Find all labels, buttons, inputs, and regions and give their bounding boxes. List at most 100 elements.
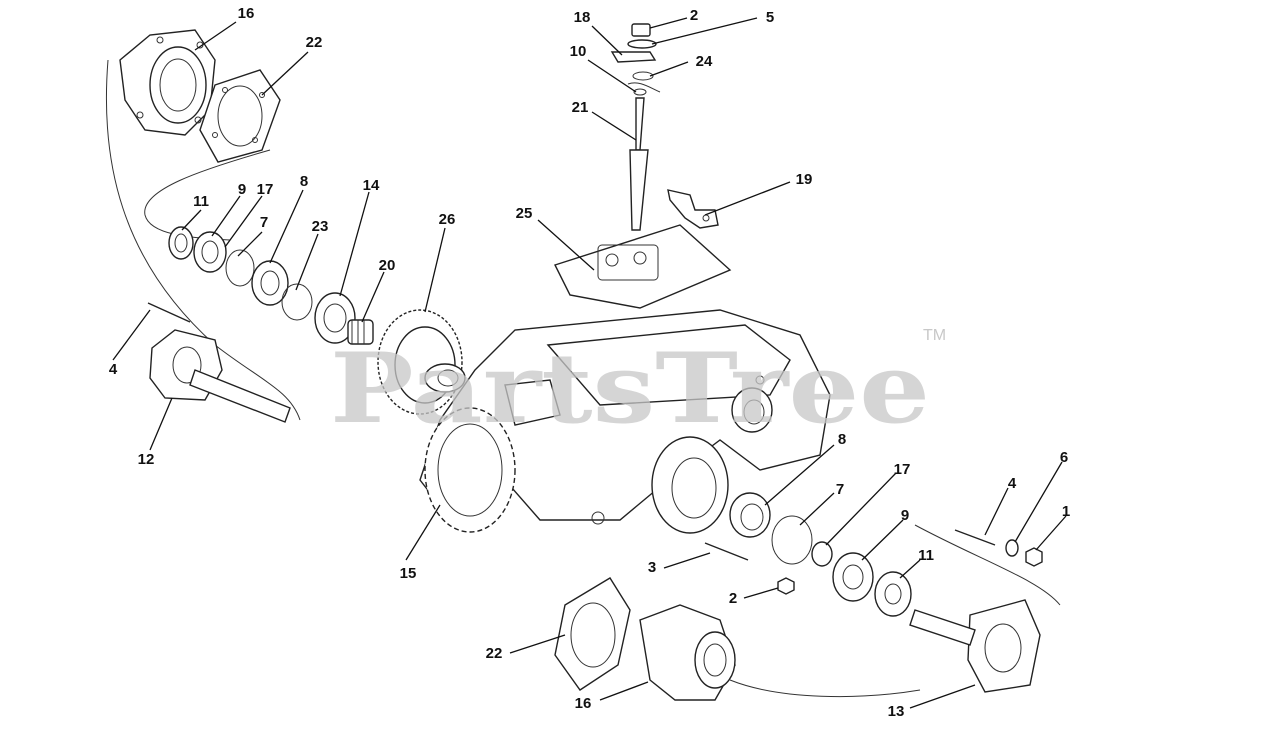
right-bearing-stack <box>729 492 912 617</box>
assembly-guide-line <box>914 524 1061 606</box>
callout-6[interactable]: 6 <box>1060 449 1068 466</box>
leader-12 <box>149 397 173 451</box>
nut-2-bottom <box>777 577 795 595</box>
callout-19[interactable]: 19 <box>796 171 813 188</box>
leader-21 <box>591 111 637 141</box>
callout-16-bottom[interactable]: 16 <box>575 695 592 712</box>
callout-1[interactable]: 1 <box>1062 503 1070 520</box>
leader-11-left <box>181 209 202 231</box>
leader-25 <box>537 219 595 271</box>
callout-17-left[interactable]: 17 <box>257 181 274 198</box>
stud-4-right <box>954 529 996 546</box>
leader-11-right <box>899 559 921 579</box>
leader-20 <box>361 271 385 323</box>
leader-15 <box>405 504 441 561</box>
leader-9-left <box>211 195 241 237</box>
leader-2-bottom <box>743 587 779 599</box>
watermark: PartsTree TM <box>330 327 946 445</box>
shift-detent-parts <box>610 23 661 96</box>
leader-6 <box>1014 461 1063 543</box>
callout-22-bottom[interactable]: 22 <box>486 645 503 662</box>
callout-25[interactable]: 25 <box>516 205 533 222</box>
leader-2-top <box>649 17 688 29</box>
callout-23[interactable]: 23 <box>312 218 329 235</box>
callout-15[interactable]: 15 <box>400 565 417 582</box>
callout-7-right[interactable]: 7 <box>836 481 844 498</box>
leader-4-left <box>112 309 151 361</box>
leader-8-right <box>764 444 835 506</box>
watermark-trademark: TM <box>923 327 946 344</box>
pinion-gear-20 <box>347 319 374 345</box>
ring-gear-26 <box>377 309 466 415</box>
callout-8-left[interactable]: 8 <box>300 173 308 190</box>
leader-10 <box>587 59 637 93</box>
callout-4-left[interactable]: 4 <box>109 361 118 378</box>
callout-2-top[interactable]: 2 <box>690 7 698 24</box>
leader-14 <box>339 191 370 297</box>
callout-18[interactable]: 18 <box>574 9 591 26</box>
assembly-guide-line <box>729 679 921 698</box>
leader-4-right <box>984 487 1009 536</box>
callout-11-right[interactable]: 11 <box>918 547 934 564</box>
leader-7-right <box>799 492 835 526</box>
callout-5[interactable]: 5 <box>766 9 774 26</box>
stud-4-left <box>147 302 191 323</box>
callout-24[interactable]: 24 <box>696 53 713 70</box>
callout-10[interactable]: 10 <box>570 43 587 60</box>
leader-17-right <box>825 472 897 546</box>
gasket-22-bottom <box>554 577 631 691</box>
assembly-guide-line <box>105 59 216 346</box>
callout-9-left[interactable]: 9 <box>238 181 246 198</box>
nut-1 <box>1025 547 1043 567</box>
leader-22-bottom <box>509 634 566 654</box>
callout-26[interactable]: 26 <box>439 211 456 228</box>
washer-6 <box>1005 539 1019 557</box>
leader-16-top <box>194 21 237 51</box>
callout-13[interactable]: 13 <box>888 703 905 720</box>
leader-7-left <box>237 231 263 257</box>
axle-13-right <box>909 599 1041 693</box>
leader-16-bottom <box>599 681 649 701</box>
callout-8-right[interactable]: 8 <box>838 431 846 448</box>
leader-22-top <box>261 51 309 96</box>
callout-17-right[interactable]: 17 <box>894 461 911 478</box>
callout-7-left[interactable]: 7 <box>260 214 268 231</box>
leader-18 <box>591 25 623 56</box>
callout-20[interactable]: 20 <box>379 257 396 274</box>
assembly-guide-line <box>214 344 301 421</box>
leader-23 <box>295 233 319 291</box>
callout-4-right[interactable]: 4 <box>1008 475 1017 492</box>
callout-12[interactable]: 12 <box>138 451 155 468</box>
leader-13 <box>909 684 976 709</box>
callout-14[interactable]: 14 <box>363 177 380 194</box>
watermark-text: PartsTree <box>330 332 930 445</box>
callout-labels: 16 22 18 2 5 10 24 21 19 25 11 9 17 8 7 … <box>109 5 1070 720</box>
callout-22-top[interactable]: 22 <box>306 34 323 51</box>
leader-19 <box>704 181 791 216</box>
parts-illustration <box>105 23 1061 701</box>
leader-5 <box>651 17 758 45</box>
axle-hub-16-bottom <box>639 604 736 701</box>
callout-16-top[interactable]: 16 <box>238 5 255 22</box>
leader-9-right <box>861 519 904 561</box>
callout-9-right[interactable]: 9 <box>901 507 909 524</box>
callout-2-bottom[interactable]: 2 <box>729 590 737 607</box>
callout-11-left[interactable]: 11 <box>193 193 209 210</box>
leader-17-left <box>224 195 263 248</box>
leader-1 <box>1035 515 1067 551</box>
leader-26 <box>424 227 446 313</box>
shift-lever-21 <box>629 97 649 231</box>
leader-lines <box>112 17 1067 709</box>
stud-3 <box>704 542 749 561</box>
differential-cup-14 <box>314 292 356 344</box>
transaxle-housing-15 <box>419 309 831 534</box>
callout-21[interactable]: 21 <box>572 99 589 116</box>
leader-8-left <box>269 189 304 264</box>
cover-plate-25 <box>554 224 732 309</box>
leader-24 <box>649 61 689 77</box>
axle-12-left <box>149 329 291 423</box>
callout-3[interactable]: 3 <box>648 559 656 576</box>
bracket-19 <box>667 189 719 229</box>
